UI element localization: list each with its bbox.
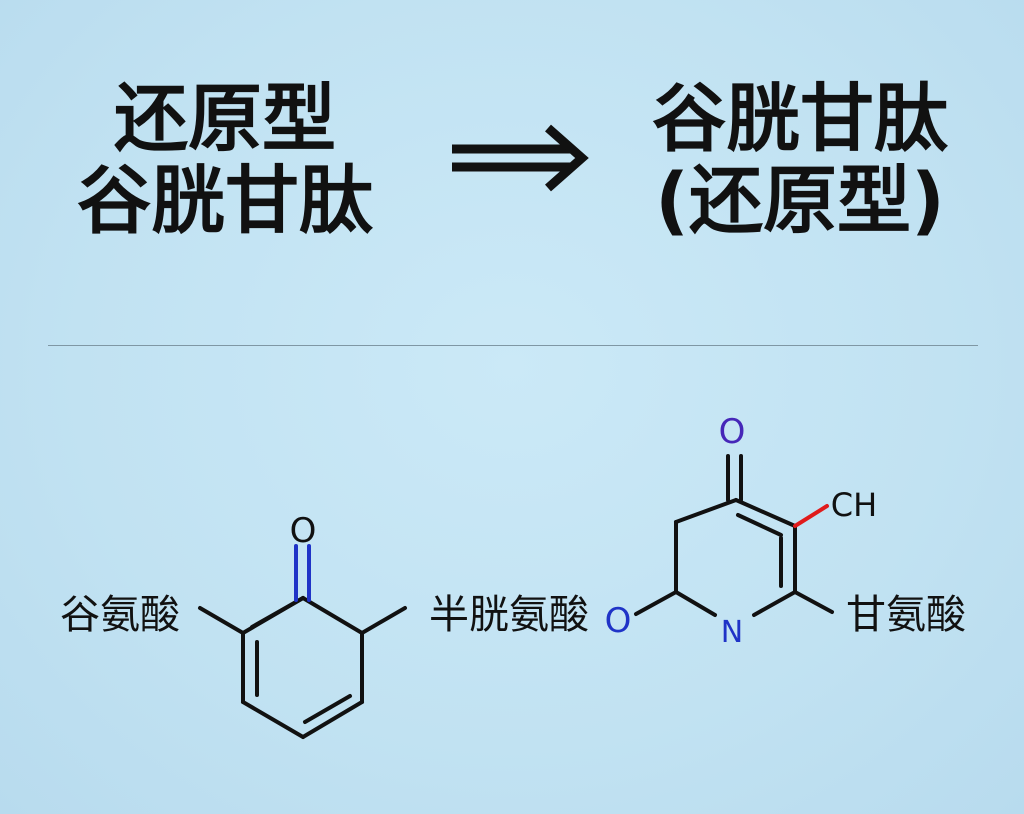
reactant-title-line-2: 谷胱甘肽	[77, 158, 373, 244]
left-carbonyl-oxygen: O	[290, 511, 317, 551]
ring-bond-top-left	[674, 498, 738, 524]
reactant-title: 还原型 谷胱甘肽	[40, 78, 410, 242]
ring-double-inner-bottom	[303, 694, 352, 724]
right-ring-bonds	[634, 498, 834, 617]
product-title-line-1: 谷胱甘肽	[652, 76, 948, 162]
ring-bond-top-right	[301, 596, 364, 635]
glycine-label: 甘氨酸	[846, 592, 966, 638]
bond-ring-to-glycine	[793, 590, 834, 614]
left-ring-bonds	[198, 596, 407, 739]
ring-bond-bottom-left	[241, 700, 305, 739]
top-carbonyl-oxygen: O	[719, 412, 746, 452]
linker-oxygen: O	[605, 601, 632, 641]
bond-glutamate-to-ring	[198, 606, 245, 635]
reaction-arrow	[449, 122, 592, 194]
ring-bond-bottom-right	[301, 700, 364, 739]
section-divider	[48, 345, 978, 346]
product-title-line-2: (还原型)	[655, 158, 945, 244]
ch-group: CH	[831, 486, 877, 524]
arrow-head	[545, 124, 589, 192]
ch-bond	[793, 504, 829, 528]
ring-bond-top-right	[734, 498, 797, 528]
product-title: 谷胱甘肽 (还原型)	[610, 78, 990, 242]
cysteine-label: 半胱氨酸	[429, 592, 589, 638]
ring-double-inner-top	[736, 513, 783, 537]
ring-double-inner-top	[250, 596, 305, 629]
ring-bond-n-to-left	[674, 590, 717, 617]
glutamate-label: 谷氨酸	[60, 592, 180, 638]
ring-nitrogen: N	[721, 615, 743, 650]
right-carbonyl-bond	[726, 454, 743, 502]
bond-ring-to-cysteine	[360, 606, 407, 635]
bond-linker-o-to-ring	[634, 590, 678, 616]
reactant-title-line-1: 还原型	[114, 76, 336, 162]
double-arrow-icon	[449, 124, 589, 192]
ring-bond-right-to-n	[752, 590, 797, 617]
left-carbonyl-bond	[294, 544, 311, 602]
